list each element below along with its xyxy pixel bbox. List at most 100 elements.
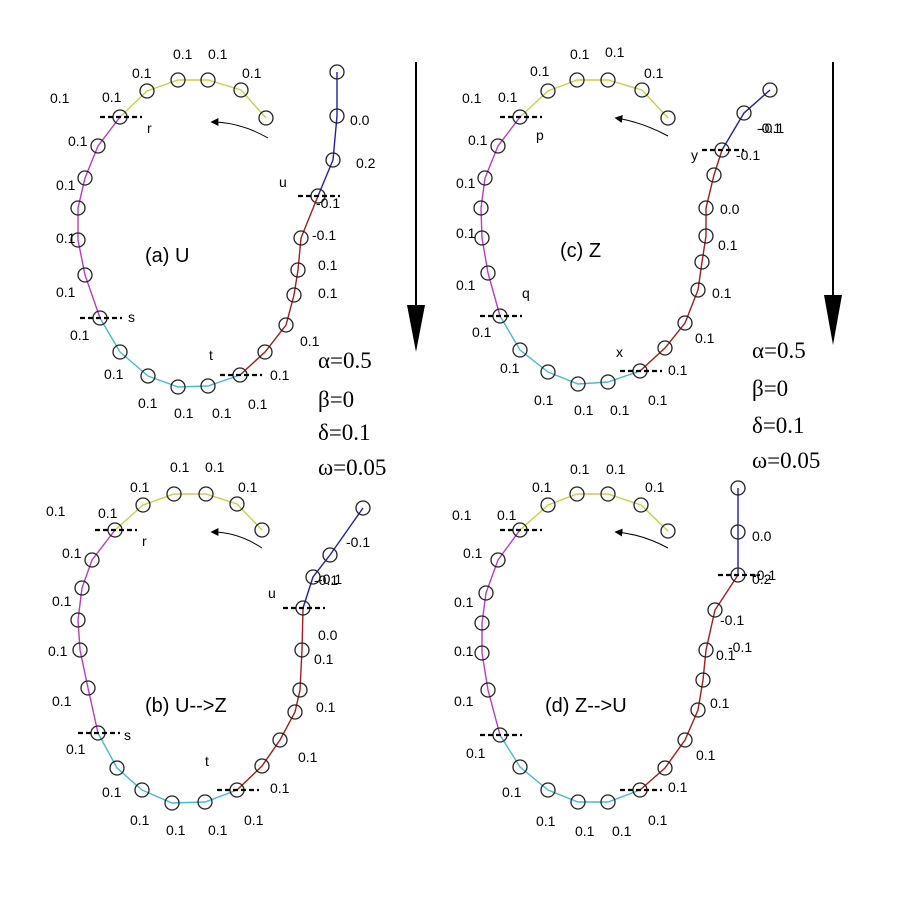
energy-label-cyan: 0.1 [102, 784, 122, 800]
monomer-node [74, 580, 90, 596]
monomer-node [698, 200, 714, 216]
down-arrow-right [824, 62, 842, 345]
energy-label-purple: 0.1 [468, 132, 488, 148]
param-beta-2: β=0 [752, 376, 788, 401]
energy-label-purple: 0.1 [50, 90, 70, 106]
monomer-node [474, 615, 490, 631]
energy-label-cyan: 0.1 [536, 813, 556, 829]
monomer-node [140, 368, 156, 384]
monomer-node [677, 315, 693, 331]
point-label-r: r [142, 533, 147, 549]
monomer-node [698, 642, 714, 658]
param-omega-2: ω=0.05 [752, 448, 820, 473]
energy-label-purple: 0.1 [48, 643, 68, 659]
point-label-t: t [205, 753, 209, 769]
energy-label-yellow: 0.1 [530, 63, 550, 79]
point-label-s: s [124, 727, 131, 743]
energy-label-cyan: 0.1 [502, 784, 522, 800]
monomer-node [200, 378, 216, 394]
params-right: α=0.5 β=0 δ=0.1 ω=0.05 [752, 338, 820, 473]
energy-label-blue: 0.0 [752, 528, 772, 544]
monomer-node [736, 105, 752, 121]
energy-label-blue: -0.1 [318, 571, 342, 587]
energy-label-yellow: 0.1 [208, 46, 228, 62]
energy-label-yellow: 0.1 [644, 65, 664, 81]
energy-label-cyan: 0.1 [612, 823, 632, 839]
bond-yellow-b [114, 493, 263, 531]
monomer-node [600, 72, 616, 88]
energy-label-red: 0.1 [300, 333, 320, 349]
rotation-arrow-b [210, 528, 263, 549]
energy-label-yellow: 0.1 [532, 479, 552, 495]
monomer-node [570, 794, 586, 810]
energy-label-yellow: 0.1 [102, 89, 122, 105]
energy-label-purple: 0.1 [52, 593, 72, 609]
param-alpha-2: α=0.5 [752, 338, 806, 363]
monomer-node [480, 265, 496, 281]
energy-label-cyan: 0.1 [500, 360, 520, 376]
param-delta: δ=0.1 [318, 420, 371, 445]
bond-purple-a [77, 116, 121, 319]
monomer-node [694, 254, 710, 270]
energy-label-purple: 0.1 [456, 225, 476, 241]
monomer-node [660, 523, 676, 539]
energy-label-red: 0.1 [318, 257, 338, 273]
monomer-node [84, 552, 100, 568]
energy-label-red: 0.1 [696, 747, 716, 763]
monomer-node [660, 110, 676, 126]
energy-label-purple: 0.1 [454, 693, 474, 709]
monomer-node [166, 486, 182, 502]
monomer-node [80, 680, 96, 696]
energy-label-cyan: 0.1 [104, 366, 124, 382]
energy-label-yellow: 0.1 [242, 65, 262, 81]
monomer-node [290, 262, 306, 278]
energy-label-yellow: 0.1 [498, 89, 518, 105]
energy-label-red: 0.1 [718, 237, 738, 253]
monomer-node [164, 795, 180, 811]
energy-label-red: 0.1 [318, 285, 338, 301]
monomer-node [90, 138, 106, 154]
energy-label-red: 0.1 [668, 362, 688, 378]
chain-a [70, 64, 345, 395]
monomer-node [233, 82, 249, 98]
down-arrow-left [407, 62, 425, 352]
energy-label-red: 0.1 [710, 695, 730, 711]
energy-label-purple: 0.1 [70, 327, 90, 343]
energy-label-red: -0.1 [720, 612, 744, 628]
energy-label-cyan: 0.1 [648, 812, 668, 828]
param-alpha: α=0.5 [318, 348, 372, 373]
monomer-node [698, 228, 714, 244]
energy-label-yellow: 0.1 [130, 479, 150, 495]
energy-label-red: 0.1 [314, 651, 334, 667]
bond-red-a [239, 195, 319, 376]
monomer-node [540, 497, 556, 513]
monomer-node [569, 486, 585, 502]
caption-c: (c) Z [560, 240, 601, 262]
energy-label-cyan: 0.1 [244, 812, 264, 828]
monomer-node [305, 569, 321, 585]
chain-b [70, 486, 371, 811]
monomer-node [70, 232, 86, 248]
energy-label-yellow: 0.1 [606, 461, 626, 477]
rotation-arrow-c [614, 115, 669, 137]
monomer-node [77, 170, 93, 186]
energy-label-cyan: 0.1 [534, 392, 554, 408]
rotation-arrow-a [210, 118, 269, 139]
energy-label-purple: 0.1 [456, 277, 476, 293]
monomer-node [657, 760, 673, 776]
bond-blue-c [721, 89, 771, 151]
monomer-node [70, 612, 86, 628]
energy-label-purple: 0.1 [56, 177, 76, 193]
monomer-node [257, 344, 273, 360]
param-omega: ω=0.05 [318, 455, 386, 480]
monomer-node [294, 642, 310, 658]
energy-label-purple: 0.1 [463, 545, 483, 561]
monomer-node [477, 170, 493, 186]
monomer-node [474, 645, 490, 661]
energy-label-red: 0.1 [298, 749, 318, 765]
energy-label-yellow: 0.1 [497, 507, 517, 523]
energy-label-yellow: 0.1 [238, 479, 258, 495]
monomer-node [77, 267, 93, 283]
